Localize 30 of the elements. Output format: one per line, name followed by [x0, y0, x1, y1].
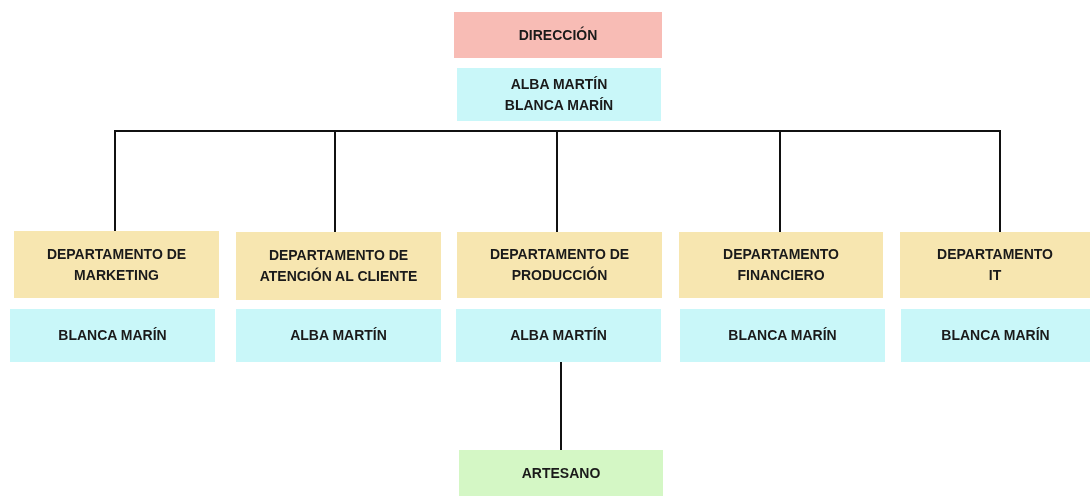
box-label: BLANCA MARÍN [728, 326, 837, 345]
box-label: DEPARTAMENTO DE PRODUCCIÓN [488, 245, 631, 285]
name-box [10, 309, 215, 362]
role-box [459, 450, 663, 496]
department-box [679, 232, 883, 298]
department-box [457, 232, 662, 298]
name-box [236, 309, 441, 362]
box-label: BLANCA MARÍN [941, 326, 1050, 345]
department-box [900, 232, 1090, 298]
connector-line [560, 361, 562, 451]
box-label: ALBA MARTÍN [290, 326, 387, 345]
box-label: DEPARTAMENTO DE ATENCIÓN AL CLIENTE [258, 246, 419, 286]
name-box [457, 68, 661, 121]
connector-line [558, 130, 1001, 233]
box-label: ALBA MARTÍN [510, 326, 607, 345]
box-label: BLANCA MARÍN [504, 95, 614, 115]
box-label: DIRECCIÓN [518, 25, 598, 45]
box-label: ARTESANO [521, 463, 601, 483]
name-box [680, 309, 885, 362]
box-label: DEPARTAMENTO FINANCIERO [722, 245, 840, 285]
box-label: ALBA MARTÍN [510, 74, 608, 94]
box-label: DEPARTAMENTO IT [936, 245, 1054, 285]
department-box [14, 231, 219, 298]
department-box [236, 232, 441, 300]
box-label: DEPARTAMENTO DE MARKETING [45, 244, 188, 285]
name-box [901, 309, 1090, 362]
name-box [456, 309, 661, 362]
box-label: BLANCA MARÍN [58, 326, 167, 345]
connector-line [556, 130, 560, 233]
title-box [454, 12, 662, 58]
